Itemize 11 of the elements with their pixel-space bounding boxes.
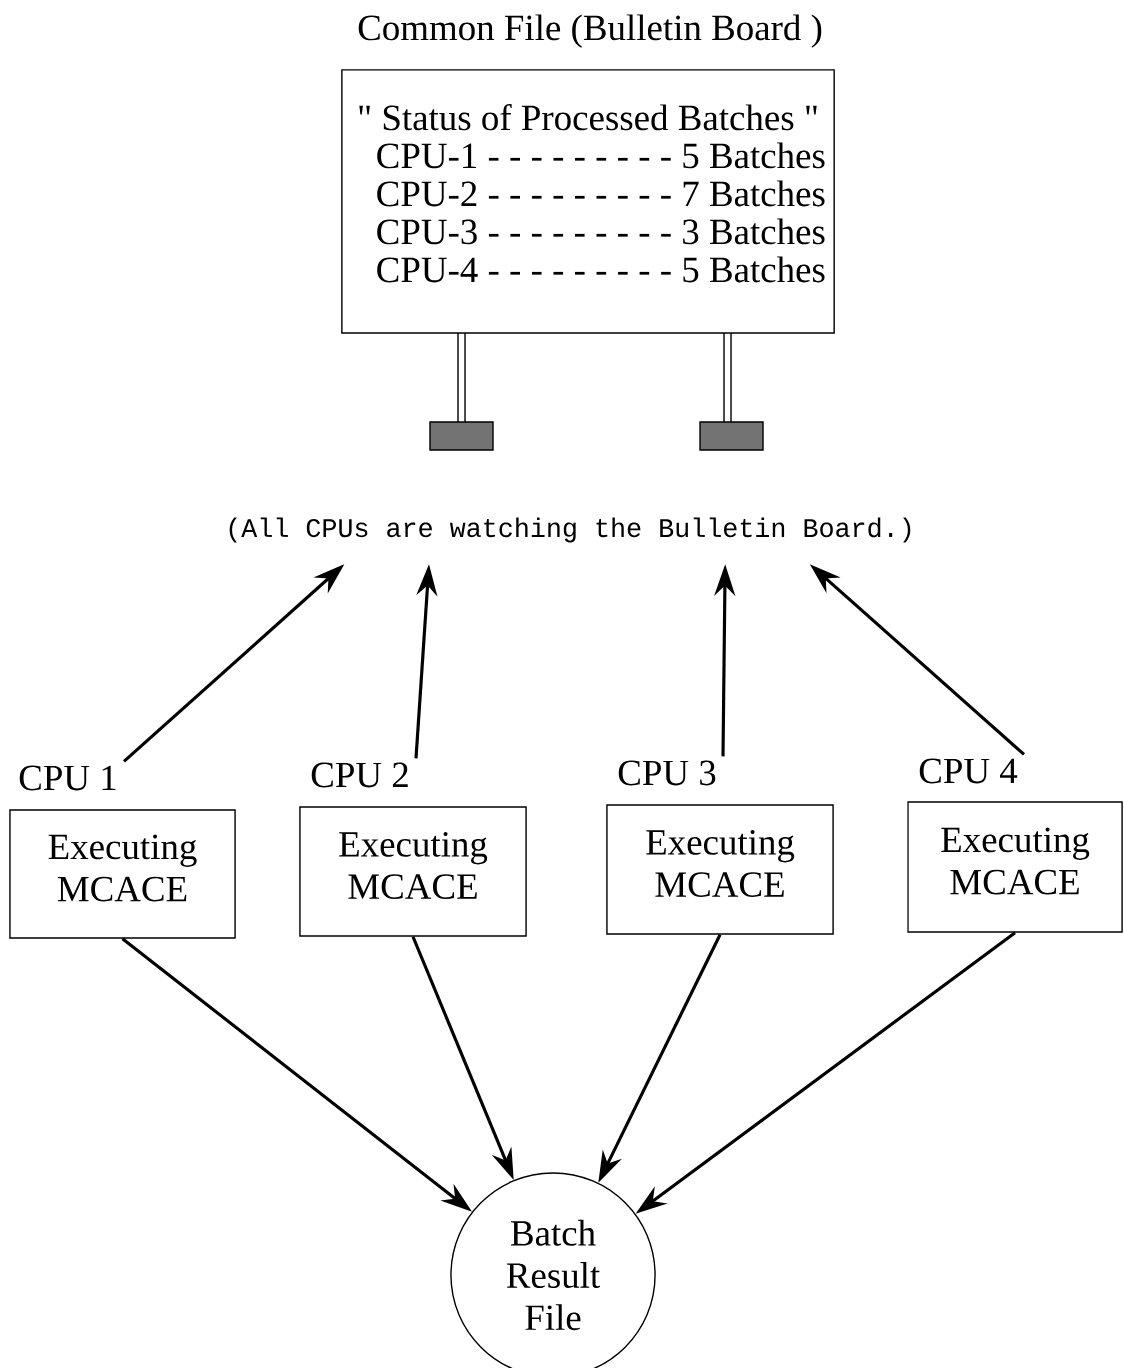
cpu-box: CPU 4 Executing MCACE	[907, 758, 1123, 933]
node-label: CPU 3	[618, 760, 716, 786]
cpu-box: CPU 1 Executing MCACE	[9, 765, 236, 939]
cpu-box: CPU 2 Executing MCACE	[299, 762, 527, 937]
node-label: CPU 4	[919, 758, 1018, 784]
node-label: Common File (Bulletin Board )	[358, 14, 822, 48]
bulletin-board: Common File (Bulletin Board ) " Status of Processed Batches " CPU-1 - - - - - - - - - 5 Batches CPU-2 - - - - - - - - - 7 Batches CPU-3 - - - - - - - - - 3 Batches CPU-4 - - - - - - - - - 5 Batches	[341, 14, 835, 334]
cpu-box: CPU 3 Executing MCACE	[606, 760, 834, 935]
node-label: CPU 1	[19, 765, 116, 791]
node-label: CPU 2	[311, 762, 408, 788]
caption-text: (All CPUs are watching the Bulletin Board.)	[229, 517, 911, 543]
